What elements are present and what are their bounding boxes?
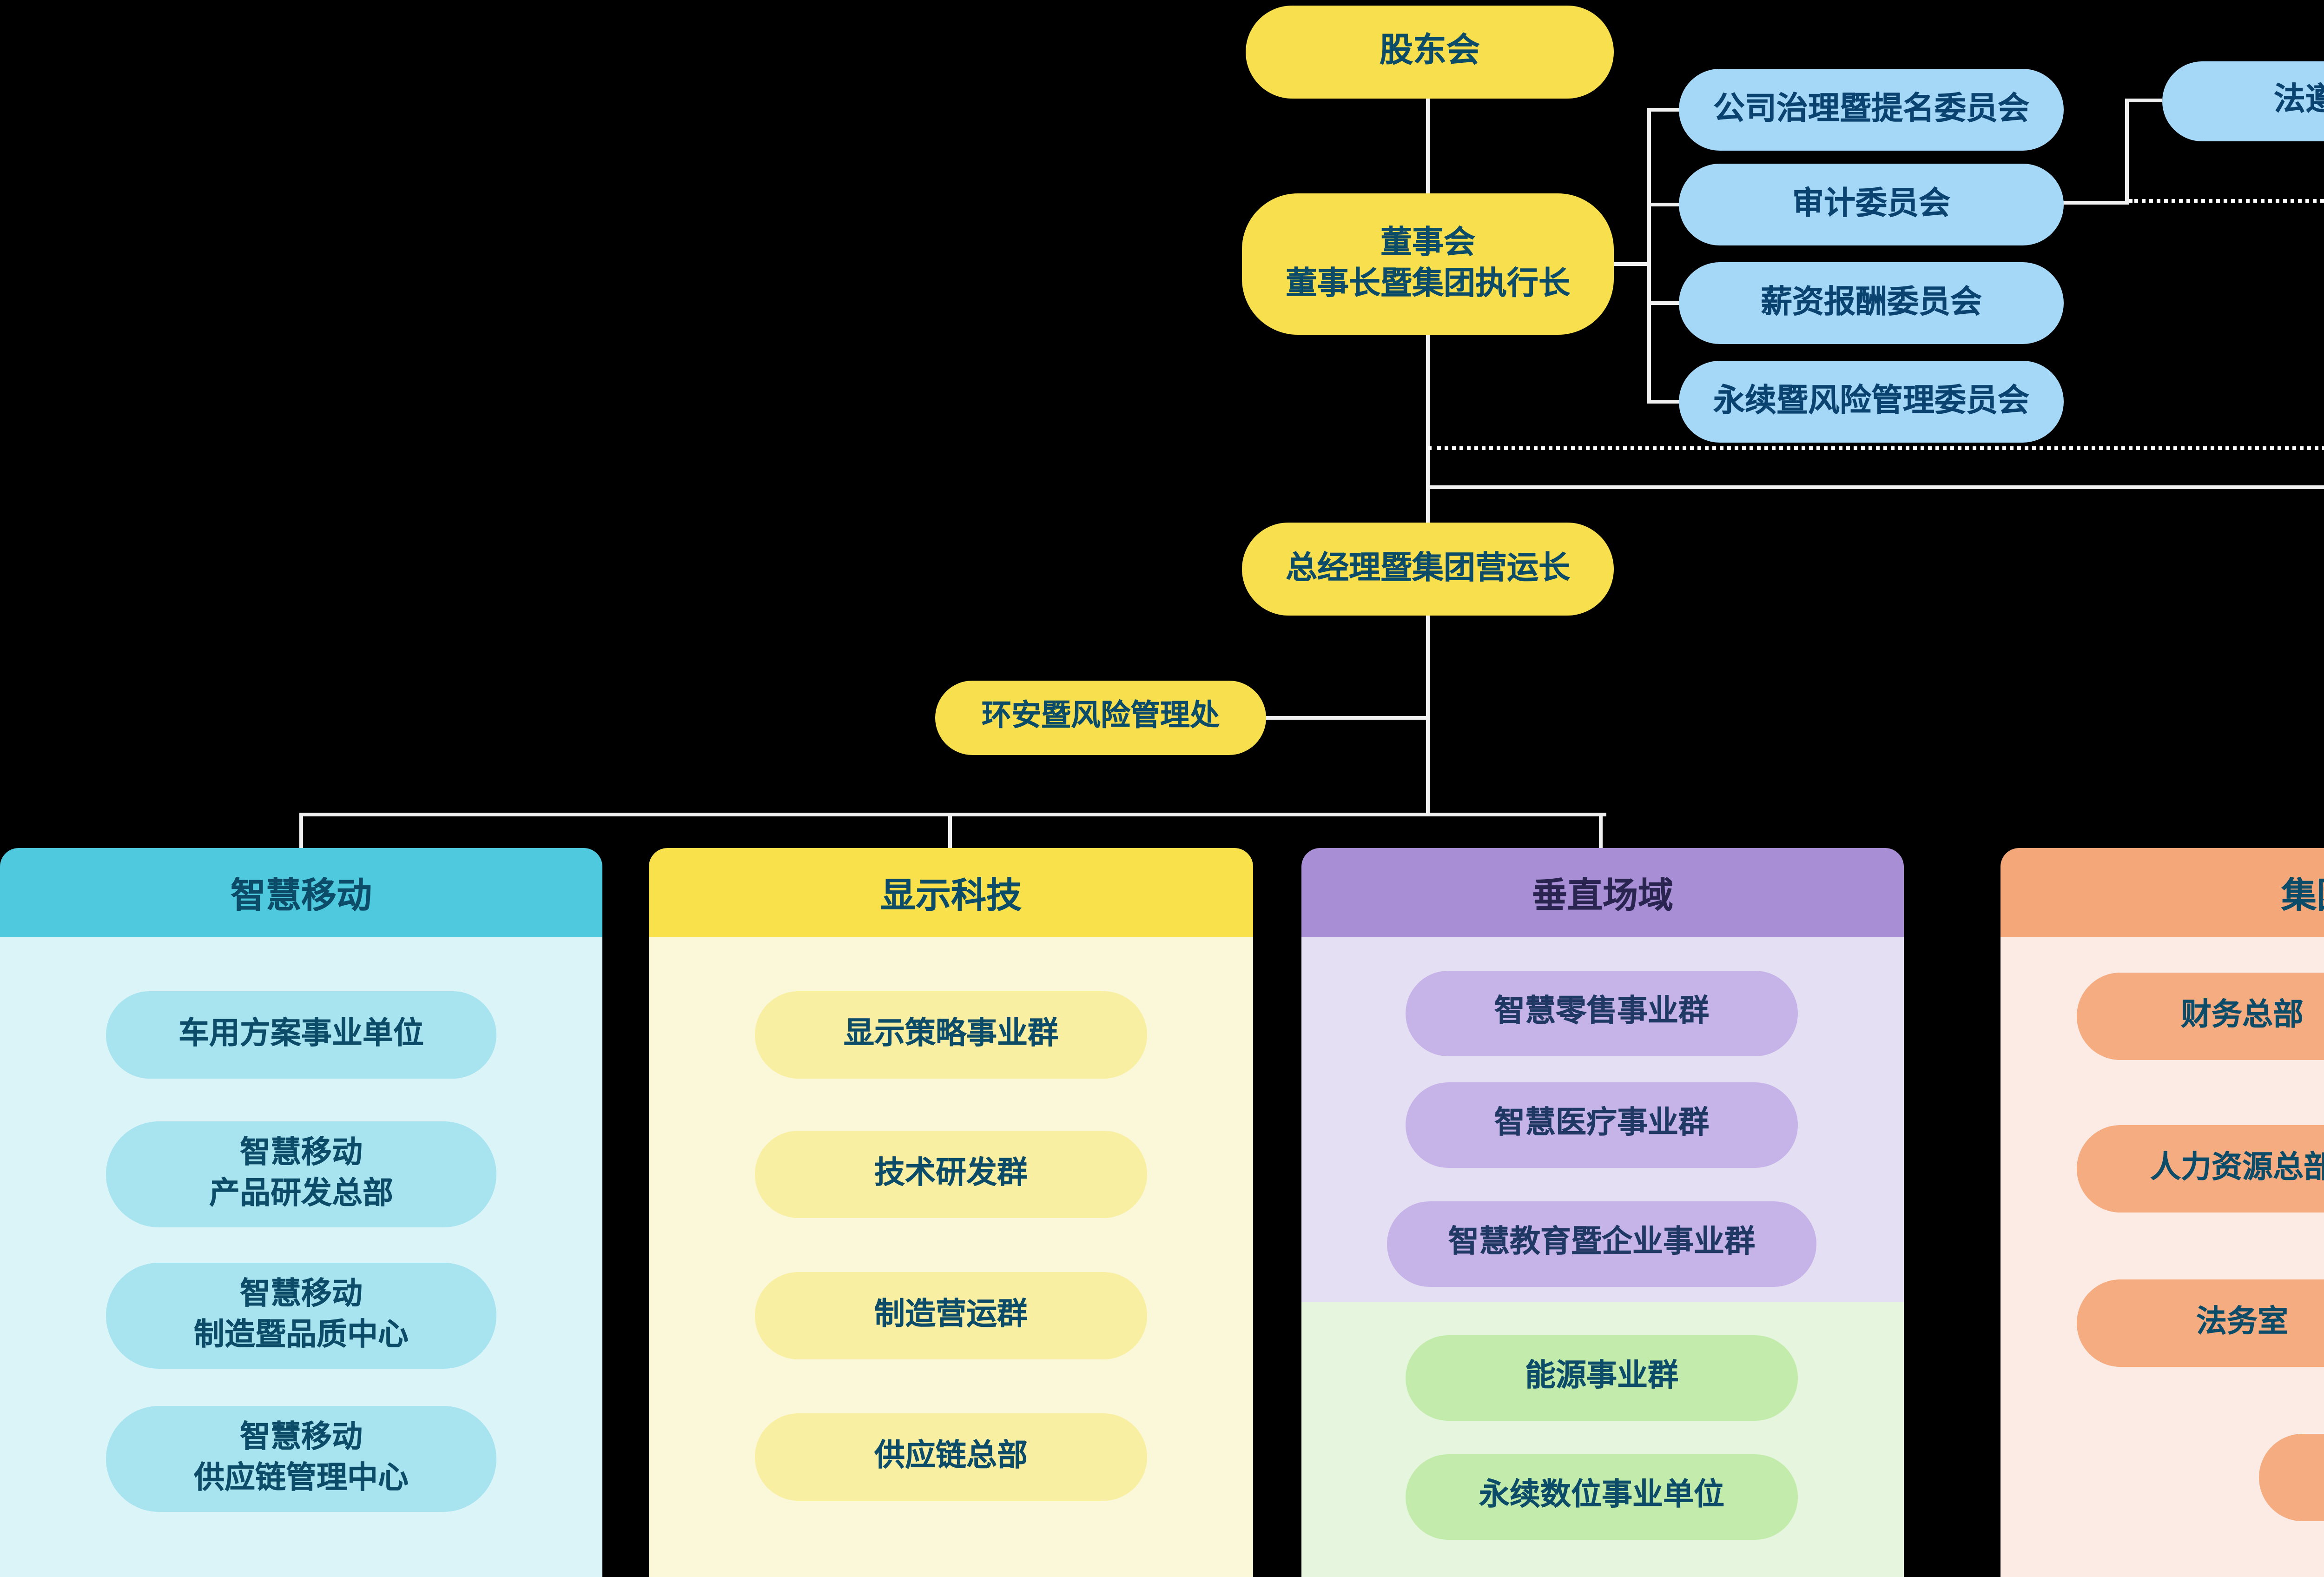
connector-shareholders-board — [1426, 99, 1430, 195]
org-unit: 制造营运群 — [755, 1272, 1147, 1359]
group-display-tech: 显示科技 显示策略事业群 技术研发群 制造营运群 供应链总部 — [649, 848, 1253, 1577]
org-unit: 法务室 — [2077, 1279, 2324, 1367]
connector-audit-compliance-v — [2125, 99, 2129, 205]
connector-president-groups — [1426, 616, 1430, 816]
group-support-units: 集团营运支援单位 财务总部 数位技术发展总部 人力资源总部 永续发展总部 法务室… — [2000, 848, 2324, 1577]
org-unit: 永续数位事业单位 — [1406, 1454, 1798, 1540]
connector-committee-3 — [1647, 301, 1683, 305]
group-smart-mobility: 智慧移动 车用方案事业单位 智慧移动 产品研发总部 智慧移动 制造暨品质中心 智… — [0, 848, 602, 1577]
connector-committee-1 — [1647, 108, 1683, 112]
node-compliance-counsel: 法遵总顾问 — [2162, 61, 2324, 141]
connector-support-group-h — [1426, 485, 2324, 489]
group-smart-mobility-title: 智慧移动 — [0, 848, 602, 937]
connector-audit-compliance-h — [2062, 201, 2129, 205]
org-unit: 财务总部 — [2077, 973, 2324, 1060]
group-display-tech-title: 显示科技 — [649, 848, 1253, 937]
org-unit: 智慧零售事业群 — [1406, 971, 1798, 1056]
org-unit: 智慧移动 供应链管理中心 — [106, 1406, 496, 1512]
org-unit: 车用方案事业单位 — [106, 991, 496, 1079]
org-unit: 智慧教育暨企业事业群 — [1387, 1201, 1816, 1287]
node-ehs-office: 环安暨风险管理处 — [935, 681, 1266, 755]
connector-compliance-stub — [2125, 99, 2162, 102]
node-shareholders: 股东会 — [1246, 6, 1614, 99]
org-unit: 能源事业群 — [1406, 1335, 1798, 1421]
connector-board-committees-stub — [1614, 262, 1651, 266]
group-vertical-domains-title: 垂直场域 — [1301, 848, 1904, 937]
org-unit: 供应链总部 — [755, 1413, 1147, 1501]
node-president: 总经理暨集团营运长 — [1242, 523, 1614, 616]
connector-committee-2 — [1647, 203, 1683, 206]
node-committee-compensation: 薪资报酬委员会 — [1679, 262, 2064, 344]
node-committee-sustainability-risk: 永续暨风险管理委员会 — [1679, 361, 2064, 443]
org-unit: 显示策略事业群 — [755, 991, 1147, 1079]
org-unit: 智慧移动 制造暨品质中心 — [106, 1263, 496, 1369]
connector-drop-group3 — [1599, 813, 1603, 848]
org-unit: 技术研发群 — [755, 1131, 1147, 1218]
connector-ehs — [1266, 716, 1426, 720]
node-committee-audit: 审计委员会 — [1679, 164, 2064, 245]
org-unit: 智慧移动 产品研发总部 — [106, 1121, 496, 1227]
connector-drop-group1 — [299, 813, 303, 848]
dotted-audit-right — [2129, 199, 2324, 203]
connector-committees-bracket — [1647, 108, 1651, 404]
connector-drop-group2 — [948, 813, 952, 848]
connector-committee-4 — [1647, 400, 1683, 404]
connector-board-president — [1426, 335, 1430, 524]
org-unit-audit-office: 稽核管理处 — [2259, 1434, 2324, 1521]
group-vertical-domains: 垂直场域 智慧零售事业群 智慧医疗事业群 智慧教育暨企业事业群 能源事业群 永续… — [1301, 848, 1904, 1577]
node-committee-governance: 公司治理暨提名委员会 — [1679, 69, 2064, 151]
dotted-compliance-to-line — [1428, 446, 2324, 450]
node-board: 董事会 董事长暨集团执行长 — [1242, 193, 1614, 335]
connector-distribution-h — [299, 813, 1606, 816]
org-unit: 人力资源总部 — [2077, 1125, 2324, 1213]
org-unit: 智慧医疗事业群 — [1406, 1082, 1798, 1168]
group-support-units-title: 集团营运支援单位 — [2000, 848, 2324, 937]
